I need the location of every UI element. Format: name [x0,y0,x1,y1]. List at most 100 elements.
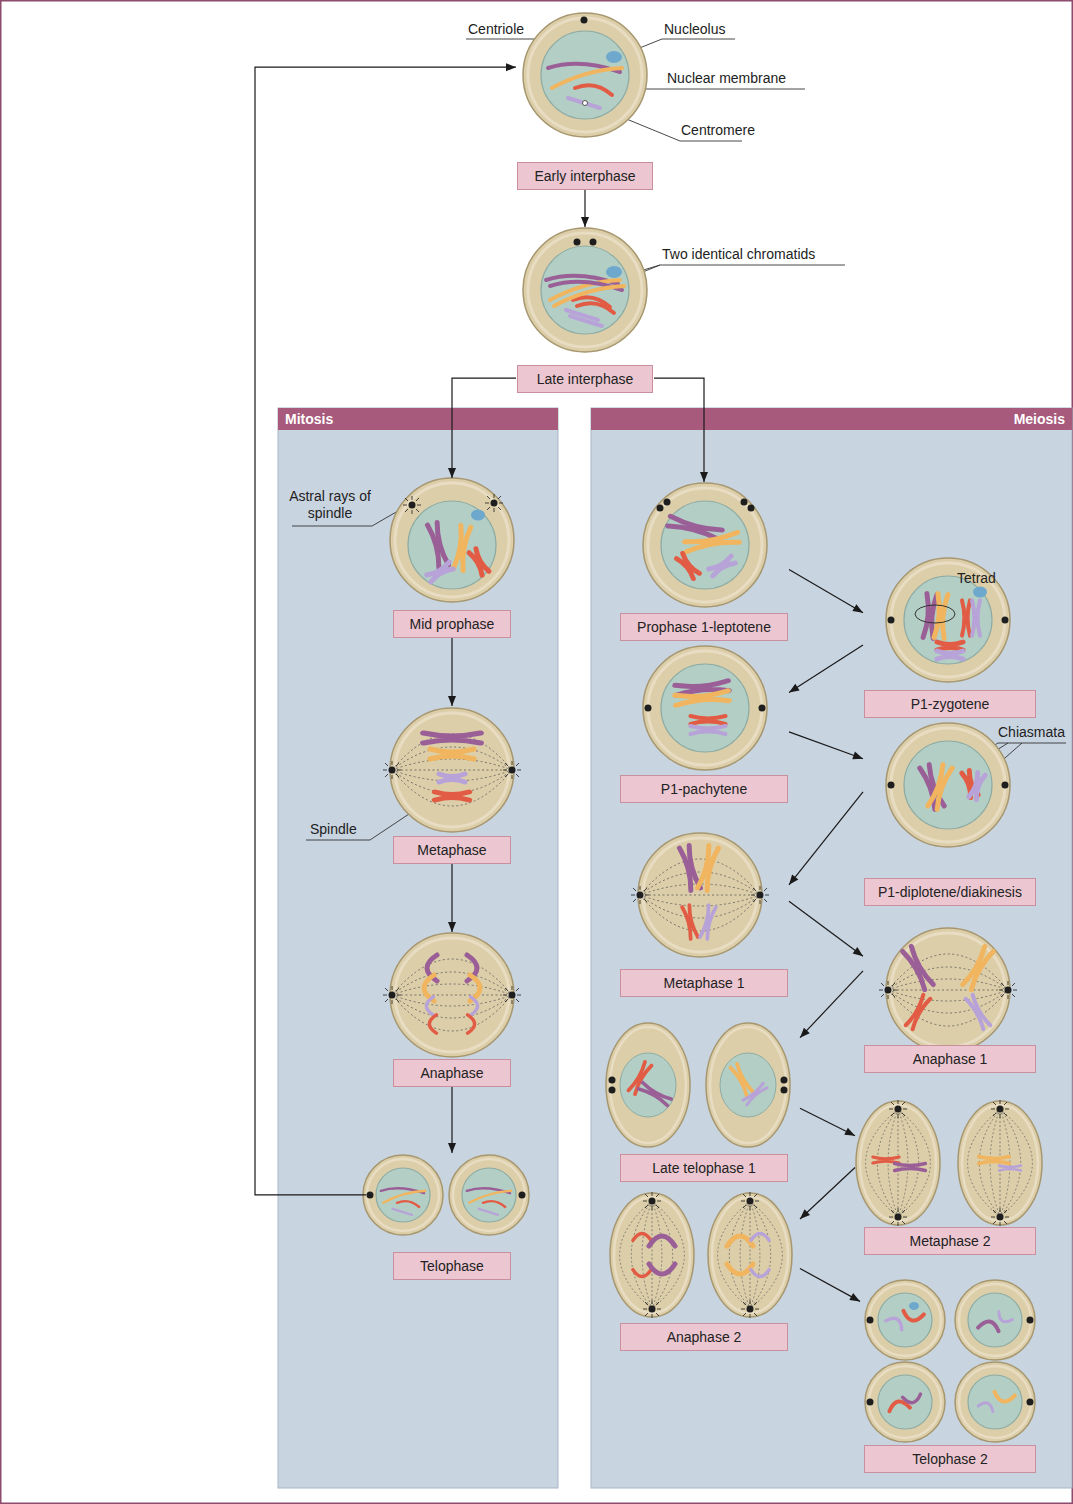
metaphase-1-cell [631,833,769,957]
interphase-cell [583,101,588,106]
anaphase-2-cells [708,1193,792,1317]
leptotene-cell [643,483,767,607]
label-slot: Centriole [468,21,524,38]
anaphase-2-cells [620,1201,685,1309]
zygotene-cell [934,594,948,639]
leptotene-cell [664,499,671,506]
flow-arrow [452,378,516,478]
arrowhead [700,472,708,482]
telophase-2-cells [865,1280,1035,1442]
pachytene-cell [690,726,725,734]
telophase-cells [519,1192,526,1199]
stage-node: Metaphase [390,706,514,864]
stage-label: Metaphase 2 [864,1227,1036,1255]
prophase-cell [485,494,503,512]
leptotene-cell [643,483,767,607]
stage-label: Anaphase 1 [864,1045,1036,1073]
label-slot: Spindle [310,821,357,838]
metaphase-1-cell [640,859,760,931]
stage-node: Late telophase 1 [608,1018,800,1182]
stage-label: Anaphase [393,1059,511,1087]
anaphase-cell [383,933,521,1057]
anaphase-2-cells [741,1192,759,1210]
metaphase-1-cell [631,886,649,904]
flow-arrow [789,569,863,612]
flow-arrow [800,1168,855,1219]
telophase-1-cells [781,1087,788,1094]
flow-arrow [800,1269,860,1302]
stage-node: Metaphase 2 [855,1096,1045,1255]
flow-arrow [255,67,516,1195]
telophase-2-cells [878,1293,932,1347]
stage-node: Late interphase [516,227,654,393]
telophase-2-cells [993,1392,1015,1403]
telophase-2-cells [909,1302,919,1310]
anaphase-2-cells [643,1192,661,1210]
leptotene-cell [661,501,749,589]
stage-node: Prophase 1-leptotene [619,482,789,641]
leader-line [628,89,805,90]
telophase-cells [467,1188,511,1215]
panel-header-bar [278,408,558,430]
leader-line [616,265,845,283]
telophase-2-cells [955,1280,1035,1360]
part-label: Centromere [681,122,755,139]
panel-header-bar [591,408,1072,430]
band-title: Meiosis [591,408,1072,430]
interphase-cell [581,17,588,24]
metaphase-1-cell [697,845,718,890]
metaphase-2-cells [968,1109,1033,1217]
anaphase-2-cells [741,1300,759,1318]
stage-label: Prophase 1-leptotene [620,613,788,641]
diplotene-cell [888,782,895,789]
stage-label: Late interphase [517,365,653,393]
stage-node: Metaphase 1 [619,832,789,997]
telophase-2-cells [865,1362,945,1442]
anaphase-1-cell [879,928,1017,1052]
metaphase-2-cells [866,1109,931,1217]
leptotene-cell [741,499,748,506]
telophase-2-cells [968,1293,1022,1347]
anaphase-2-cells [727,1236,753,1246]
telophase-2-cells [955,1362,1035,1442]
anaphase-1-cell [886,928,1010,1052]
arrowhead [849,1293,860,1301]
prophase-cell [390,478,514,602]
metaphase-cell [430,749,474,759]
arrowhead [506,63,516,71]
label-slot: Nucleolus [664,21,725,38]
metaphase-1-cell [700,905,716,939]
arrowhead [581,217,589,227]
telophase-2-cells [978,1320,1000,1331]
part-label: Two identical chromatids [662,246,815,263]
stage-label: P1-zygotene [864,690,1036,718]
diplotene-cell [886,723,1010,847]
telophase-2-cells [867,1317,874,1324]
stage-label: Late telophase 1 [620,1154,788,1182]
metaphase-2-cells [889,1208,907,1226]
stage-node: Early interphase [516,12,654,190]
anaphase-cell [468,1015,475,1033]
prophase-cell [390,478,514,602]
leader-line [292,23,1066,840]
flow-arrow [451,864,452,932]
anaphase-cell [383,986,401,1004]
leptotene-cell [748,505,755,512]
zygotene-cell [915,605,955,623]
zygotene-cell [886,558,1010,682]
stage-node: Anaphase 1 [863,927,1037,1073]
part-label: Chiasmata [998,724,1065,741]
flow-arrow [800,1108,855,1136]
arrowhead [800,1209,810,1219]
telophase-2-cells [902,1311,924,1322]
flow-arrow [654,378,704,482]
interphase-cell [548,64,622,108]
stage-label: Metaphase [393,836,511,864]
flow-arrow [800,971,863,1038]
metaphase-2-cells [999,1166,1021,1171]
metaphase-2-cells [856,1100,1042,1226]
interphase-cell [523,13,647,137]
anaphase-2-cells [649,1236,675,1246]
